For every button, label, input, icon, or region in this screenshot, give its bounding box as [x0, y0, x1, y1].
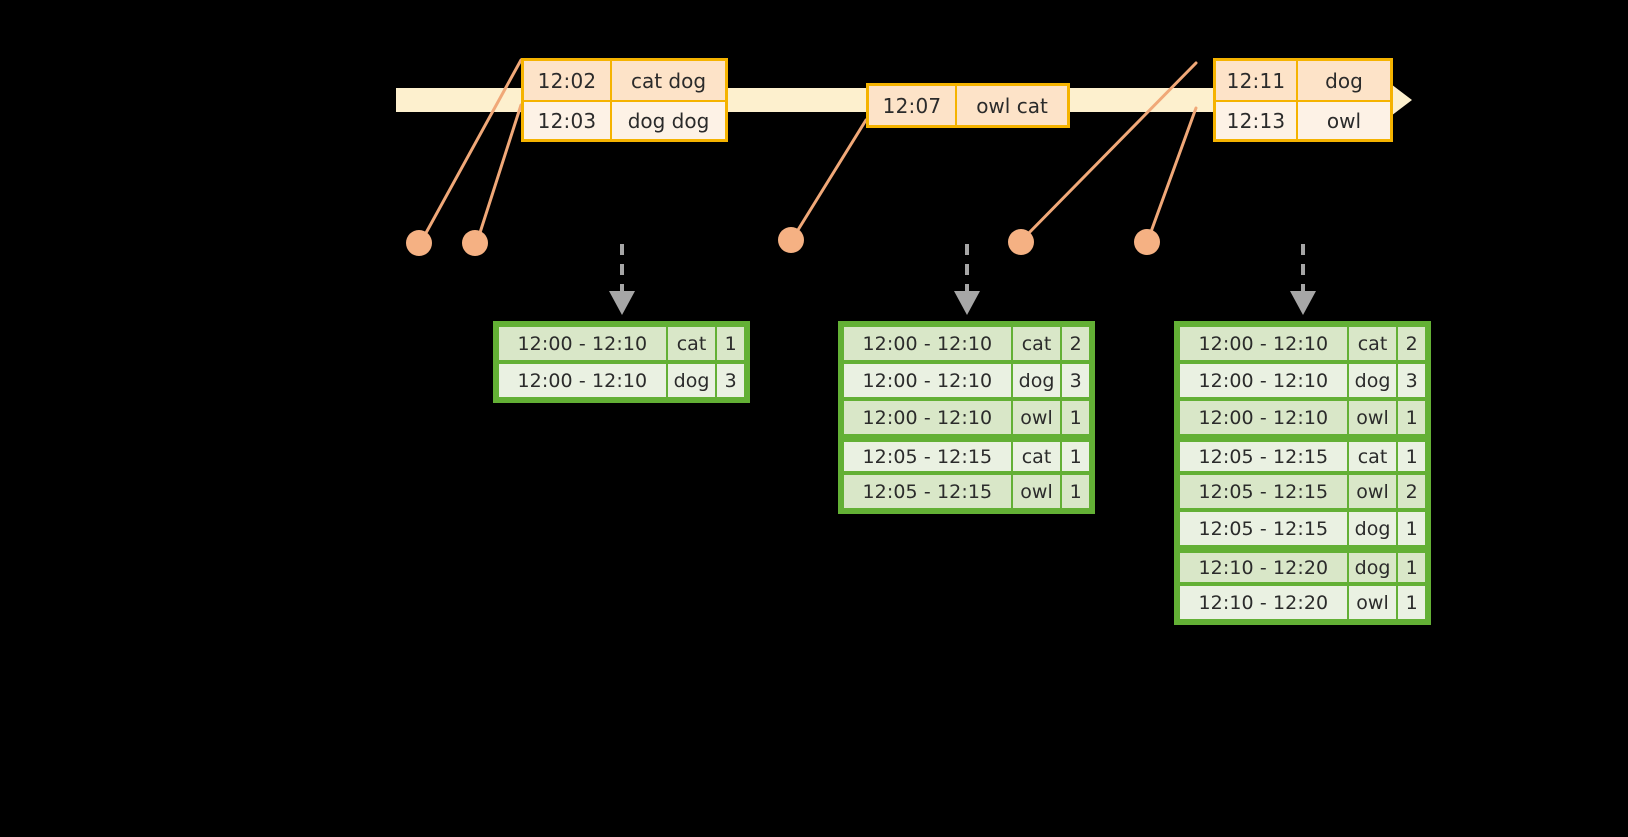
event-time: 12:03: [524, 102, 612, 139]
table-cell-word: owl: [1348, 586, 1397, 619]
table-cell-count: 2: [1062, 327, 1089, 360]
event-group-2: 12:07 owl cat: [866, 83, 1070, 128]
table-cell-word: dog: [667, 364, 716, 397]
table-cell-count: 3: [1062, 364, 1089, 397]
table-cell-word: cat: [1348, 442, 1397, 471]
table-cell-window: 12:05 - 12:15: [1180, 512, 1347, 545]
trigger-arrows: [609, 244, 1316, 315]
table-cell-window: 12:05 - 12:15: [1180, 475, 1347, 508]
table-cell-window: 12:00 - 12:10: [844, 327, 1011, 360]
event-dot-5: [1134, 229, 1160, 255]
trigger-arrow-2: [954, 244, 980, 315]
table-cell-count: 1: [1062, 401, 1089, 434]
event-dot-2: [462, 230, 488, 256]
table-cell-word: dog: [1348, 364, 1397, 397]
event-row: 12:02 cat dog: [524, 61, 725, 100]
table-cell-count: 1: [1062, 475, 1089, 508]
table-cell-count: 2: [1398, 475, 1425, 508]
event-words: dog dog: [627, 108, 710, 133]
event-time: 12:13: [1216, 102, 1298, 139]
table-cell-word: owl: [1348, 475, 1397, 508]
table-cell-count: 3: [1398, 364, 1425, 397]
table-cell-window: 12:00 - 12:10: [844, 401, 1011, 434]
table-cell-window: 12:00 - 12:10: [1180, 401, 1347, 434]
table-cell-word: dog: [1348, 512, 1397, 545]
table-cell-window: 12:00 - 12:10: [844, 364, 1011, 397]
table-cell-count: 1: [717, 327, 744, 360]
table-cell-word: cat: [1012, 327, 1061, 360]
event-row: 12:07 owl cat: [869, 86, 1067, 125]
table-cell-window: 12:00 - 12:10: [1180, 327, 1347, 360]
table-cell-word: owl: [1348, 401, 1397, 434]
table-cell-window: 12:10 - 12:20: [1180, 586, 1347, 619]
table-cell-word: cat: [1012, 442, 1061, 471]
event-group-1: 12:02 cat dog 12:03 dog dog: [521, 58, 728, 142]
event-words: cat dog: [630, 68, 707, 93]
table-cell-count: 1: [1398, 442, 1425, 471]
table-cell-word: cat: [667, 327, 716, 360]
table-cell-window: 12:00 - 12:10: [499, 327, 666, 360]
table-cell-window: 12:00 - 12:10: [499, 364, 666, 397]
table-cell-count: 3: [717, 364, 744, 397]
event-row: 12:03 dog dog: [524, 100, 725, 139]
table-cell-window: 12:05 - 12:15: [844, 475, 1011, 508]
event-time: 12:07: [869, 86, 957, 125]
table-cell-window: 12:05 - 12:15: [1180, 442, 1347, 471]
table-cell-word: dog: [1012, 364, 1061, 397]
table-cell-window: 12:05 - 12:15: [844, 442, 1011, 471]
table-cell-window: 12:10 - 12:20: [1180, 553, 1347, 582]
table-cell-word: owl: [1012, 401, 1061, 434]
table-cell-count: 1: [1398, 401, 1425, 434]
table-cell-word: cat: [1348, 327, 1397, 360]
event-row: 12:13 owl: [1216, 100, 1390, 139]
table-cell-count: 1: [1398, 553, 1425, 582]
table-cell-count: 1: [1398, 512, 1425, 545]
trigger-arrow-3: [1290, 244, 1316, 315]
table-cell-window: 12:00 - 12:10: [1180, 364, 1347, 397]
event-dot-3: [778, 227, 804, 253]
event-time: 12:02: [524, 61, 612, 100]
table-cell-count: 2: [1398, 327, 1425, 360]
connector-dots: [406, 227, 1160, 256]
event-dot-1: [406, 230, 432, 256]
event-words: owl: [1326, 108, 1362, 133]
event-words: dog: [1325, 68, 1363, 93]
event-dot-4: [1008, 229, 1034, 255]
table-cell-count: 1: [1062, 442, 1089, 471]
event-time: 12:11: [1216, 61, 1298, 100]
table-cell-word: dog: [1348, 553, 1397, 582]
table-cell-count: 1: [1398, 586, 1425, 619]
table-cell-word: owl: [1012, 475, 1061, 508]
trigger-arrow-1: [609, 244, 635, 315]
event-words: owl cat: [976, 93, 1048, 118]
event-group-3: 12:11 dog 12:13 owl: [1213, 58, 1393, 142]
event-row: 12:11 dog: [1216, 61, 1390, 100]
